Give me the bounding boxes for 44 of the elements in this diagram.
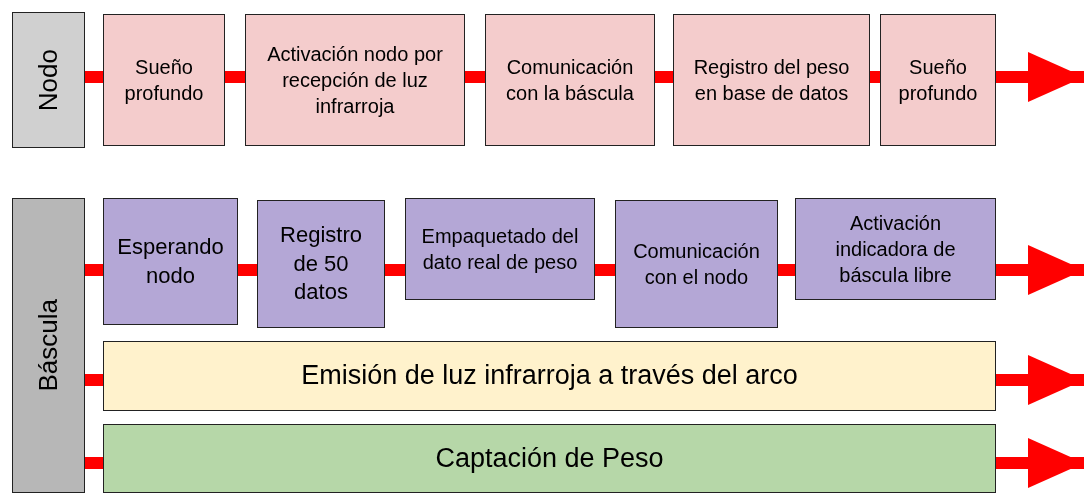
process-band bbox=[103, 341, 996, 411]
step-label: Activación indicadora de báscula libre bbox=[834, 211, 957, 288]
process-box bbox=[615, 200, 778, 328]
connector-line bbox=[778, 264, 795, 276]
step-label: Captación de Peso bbox=[435, 441, 664, 475]
connector-line bbox=[595, 264, 615, 276]
connector-line bbox=[465, 71, 485, 83]
connector-line bbox=[85, 264, 103, 276]
arrow bbox=[996, 52, 1084, 102]
connector-line bbox=[85, 374, 103, 386]
connector-line bbox=[655, 71, 673, 83]
process-box bbox=[103, 198, 238, 325]
arrow bbox=[996, 438, 1084, 488]
lane-header bbox=[12, 12, 85, 148]
process-box bbox=[795, 198, 996, 300]
connector-line bbox=[238, 264, 257, 276]
process-box bbox=[485, 14, 655, 146]
step-label: Sueño profundo bbox=[123, 55, 205, 106]
step-label: Registro del peso en base de datos bbox=[692, 55, 851, 106]
step-label: Activación nodo por recepción de luz infrarroja bbox=[266, 42, 444, 119]
process-box bbox=[880, 14, 996, 146]
step-label: Emisión de luz infrarroja a través del arco bbox=[301, 359, 798, 393]
process-box bbox=[673, 14, 870, 146]
connector-line bbox=[870, 71, 880, 83]
connector-line bbox=[385, 264, 405, 276]
step-label: Báscula bbox=[31, 299, 64, 392]
lane-header bbox=[12, 198, 85, 493]
arrow bbox=[996, 245, 1084, 295]
step-label: Empaquetado del dato real de peso bbox=[420, 224, 580, 275]
process-box bbox=[103, 14, 225, 146]
connector-line bbox=[225, 71, 245, 83]
step-label: Comunicación con la báscula bbox=[505, 55, 635, 106]
step-label: Nodo bbox=[31, 48, 64, 112]
process-band bbox=[103, 424, 996, 493]
process-box bbox=[245, 14, 465, 146]
process-box bbox=[257, 200, 385, 328]
arrow bbox=[996, 355, 1084, 405]
step-label: Sueño profundo bbox=[897, 55, 979, 106]
connector-line bbox=[85, 71, 103, 83]
step-label: Registro de 50 datos bbox=[279, 221, 363, 307]
connector-line bbox=[85, 457, 103, 469]
process-box bbox=[405, 198, 595, 300]
step-label: Esperando nodo bbox=[116, 232, 225, 290]
step-label: Comunicación con el nodo bbox=[632, 239, 761, 290]
